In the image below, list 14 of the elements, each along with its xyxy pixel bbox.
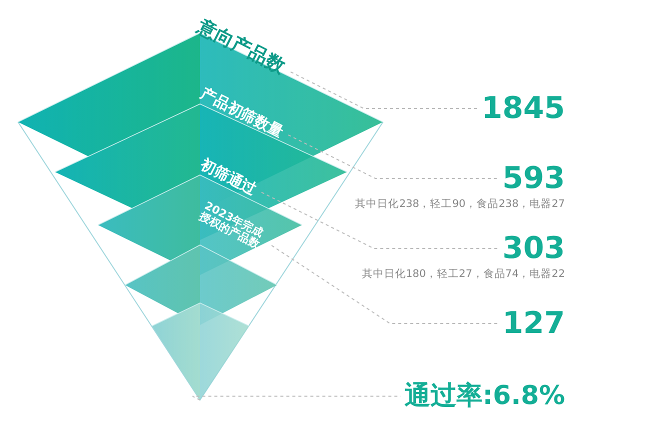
value-label: 1845 <box>482 92 565 125</box>
layer-title: 初筛通过 <box>198 157 258 198</box>
leader-line <box>260 192 499 249</box>
leader-line <box>290 71 478 109</box>
value-label: 303 <box>502 232 565 265</box>
value-label: 593 <box>502 162 565 195</box>
leader-line <box>271 244 499 324</box>
breakdown-note: 其中日化238，轻工90，食品238，电器27 <box>355 197 565 211</box>
value-label: 通过率:6.8% <box>404 382 565 411</box>
value-label: 127 <box>502 307 565 340</box>
leader-line <box>288 134 499 179</box>
layer-title: 意向产品数 <box>194 17 288 78</box>
breakdown-note: 其中日化180，轻工27，食品74，电器22 <box>362 267 565 281</box>
layer-title: 产品初筛数量 <box>198 86 286 141</box>
